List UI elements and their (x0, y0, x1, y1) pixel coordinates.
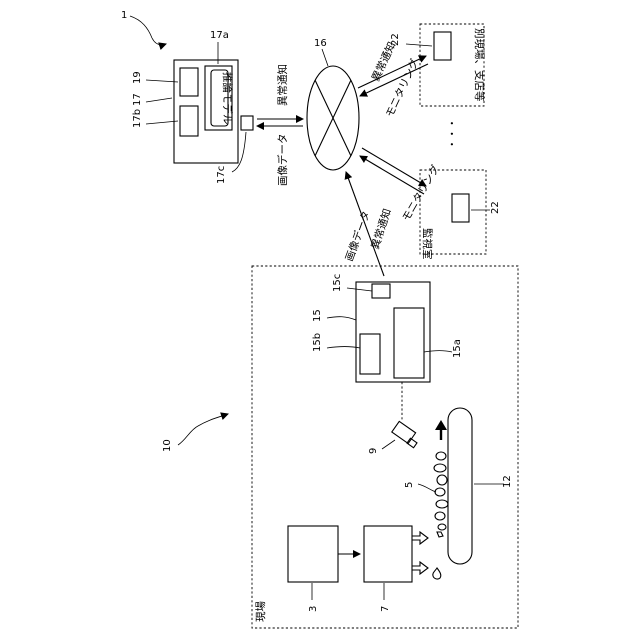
ref-device-proc: 15a (452, 339, 463, 358)
ejected-item (433, 568, 441, 579)
device-proc-box (394, 308, 424, 378)
inference-model-label: 推論モデル (221, 72, 234, 125)
ref-objects: 5 (404, 482, 415, 488)
leader-server (146, 98, 172, 102)
leader-objects (418, 484, 436, 492)
leader-device (327, 317, 356, 320)
conveyor-end-top (448, 408, 472, 420)
ref-device: 15 (312, 309, 323, 322)
ref-system: 1 (121, 10, 127, 21)
display-box (180, 68, 198, 96)
leader-camera (382, 440, 395, 449)
conveyor-end-bottom (448, 552, 472, 564)
sorter-nozzle-bottom (412, 562, 428, 574)
ref-conveyor: 12 (502, 475, 513, 488)
storage-box (180, 106, 198, 136)
ref-terminal-bottom: 22 (490, 201, 501, 214)
leader-network (322, 49, 328, 66)
device-storage-box (360, 334, 380, 374)
controller-box (288, 526, 338, 582)
ref-controller: 3 (308, 606, 319, 612)
ref-network: 16 (314, 38, 327, 49)
sorter-nozzle-top (412, 532, 428, 544)
monitoring-label-bottom: モニタリング (399, 162, 442, 223)
ref-terminal-top: 22 (390, 33, 401, 46)
monitor-room-label: 監視室 (421, 228, 434, 260)
image-data-label-bottom: 画像データ (343, 209, 373, 263)
leader-storage (146, 121, 178, 124)
ref-camera: 9 (368, 448, 379, 454)
server-comm-box (241, 116, 253, 130)
leader-display (146, 80, 178, 82)
ref-storage: 17b (132, 109, 143, 128)
ellipsis-label: ・・・ (445, 118, 457, 150)
arrow-notice-to-monitor-room (362, 148, 426, 186)
camera-body (392, 421, 416, 443)
ref-sorter: 7 (380, 606, 391, 612)
site-label: 現場 (254, 601, 267, 622)
ref-site-system: 10 (162, 439, 173, 452)
device-box (356, 282, 430, 382)
leader-device-comm (347, 288, 372, 291)
leader-device-proc (424, 351, 452, 353)
ref-server-comm: 17c (216, 166, 227, 184)
leader-system (130, 16, 166, 45)
leader-server-comm (232, 132, 246, 172)
sorter-box (364, 526, 412, 582)
device-comm-box (372, 284, 390, 298)
leader-terminal-top (406, 44, 432, 46)
other-sites-label: 別現場、支店等 (473, 28, 486, 102)
arrow-monitoring-from-monitor-room (360, 156, 424, 194)
leader-site-system (178, 414, 228, 445)
conveyor-direction-head (435, 420, 447, 430)
ref-server: 17 (132, 93, 143, 106)
leader-device-storage (327, 347, 360, 349)
ref-model-part: 17a (210, 30, 229, 41)
ref-display: 19 (132, 71, 143, 84)
anomaly-notice-label-top: 異常通知 (276, 64, 289, 106)
image-data-label-top: 画像データ (276, 134, 289, 187)
ref-device-storage: 15b (312, 333, 323, 352)
ref-device-comm: 15c (332, 274, 343, 292)
terminal-top-box (434, 32, 451, 60)
objects-group (434, 452, 448, 537)
terminal-bottom-box (452, 194, 469, 222)
